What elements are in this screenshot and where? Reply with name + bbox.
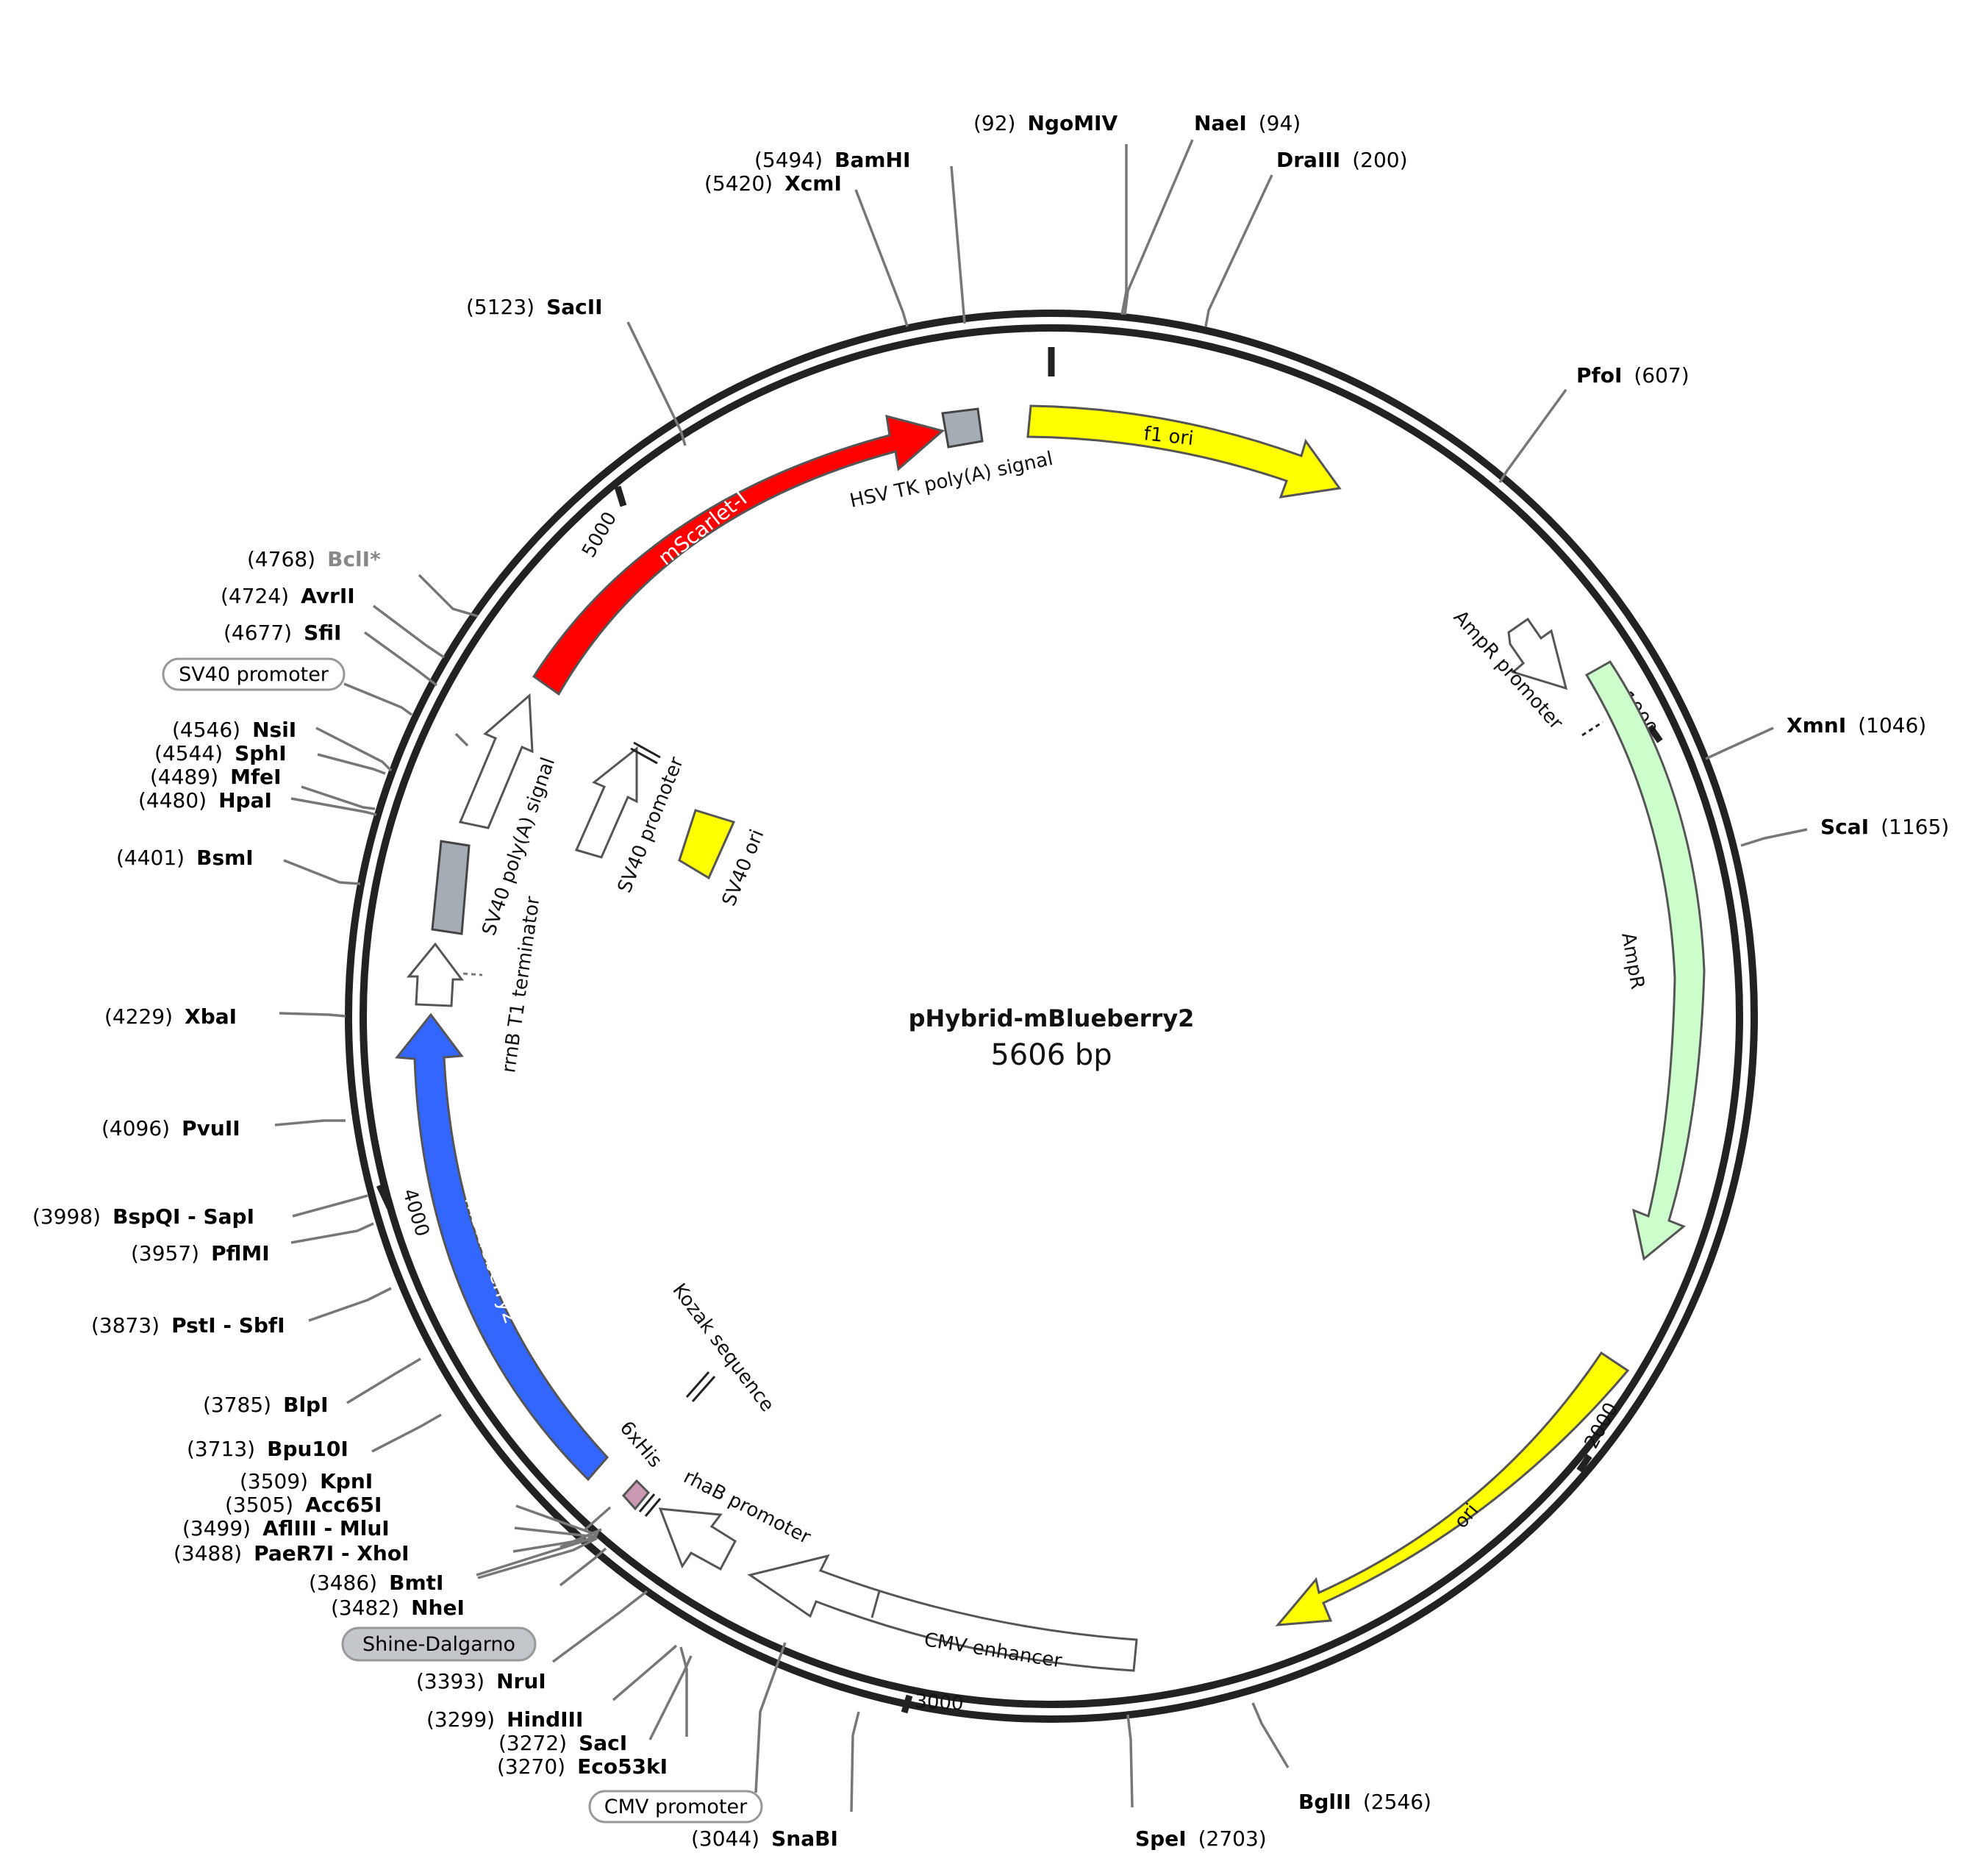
tick-3000: 3000: [915, 1690, 965, 1715]
feature-f1-ori: f1 ori: [1026, 404, 1342, 499]
site-saci: (3272)SacI: [498, 1731, 627, 1755]
site-psti: (3873)PstI - SbfI: [91, 1313, 285, 1338]
site-afliii: (3499)AflIII - MluI: [182, 1516, 390, 1540]
f1-ori-label: f1 ori: [1143, 423, 1195, 450]
6xhis-label: 6xHis: [615, 1417, 666, 1472]
site-bpu10i: (3713)Bpu10I: [187, 1437, 348, 1461]
feature-kozak: Kozak sequence: [668, 1279, 778, 1416]
site-pvuii: (4096)PvuII: [101, 1116, 240, 1140]
site-pfoi: PfoI(607): [1576, 363, 1690, 388]
site-eco53ki: (3270)Eco53kI: [497, 1754, 668, 1779]
site-avrii: (4724)AvrII: [221, 584, 355, 608]
site-xmni: XmnI(1046): [1787, 713, 1926, 738]
site-paer7i: (3488)PaeR7I - XhoI: [174, 1541, 410, 1565]
site-mfei: (4489)MfeI: [150, 765, 282, 789]
cmv-promoter-box-label: CMV promoter: [604, 1796, 748, 1818]
plasmid-name: pHybrid-mBlueberry2: [909, 1004, 1195, 1032]
boxed-sv40-promoter: SV40 promoter: [162, 657, 346, 691]
site-nsii: (4546)NsiI: [172, 718, 296, 742]
plasmid-size: 5606 bp: [990, 1038, 1112, 1072]
site-sfii: (4677)SfiI: [224, 621, 341, 645]
site-bamhi: (5494)BamHI: [754, 148, 910, 172]
site-nhei: (3482)NheI: [331, 1596, 465, 1620]
site-ngomiv: (92)NgoMIV: [973, 111, 1118, 135]
site-sacii: (5123)SacII: [466, 295, 603, 319]
boxed-shine-dalgarno: Shine-Dalgarno: [341, 1626, 537, 1662]
ampr-label: AmpR: [1617, 931, 1648, 991]
hsv-tk-polya-label: HSV TK poly(A) signal: [848, 448, 1055, 512]
site-xbai: (4229)XbaI: [104, 1004, 237, 1029]
site-sphi: (4544)SphI: [154, 741, 287, 765]
site-xcmi: (5420)XcmI: [704, 171, 842, 196]
site-pflmi: (3957)PflMI: [131, 1241, 270, 1265]
site-naei: NaeI(94): [1194, 111, 1301, 135]
feature-sv40-ori: SV40 ori: [678, 809, 768, 910]
tick-marks: [376, 347, 1663, 1714]
site-bglii: BglII(2546): [1298, 1790, 1431, 1814]
backbone: [345, 310, 1758, 1723]
site-bcli: (4768)BclI*: [247, 547, 381, 571]
feature-mblueberry2: mBlueberry2: [395, 1013, 609, 1482]
rrnb-t1-label: rrnB T1 terminator: [498, 895, 544, 1074]
site-spei: SpeI(2703): [1135, 1826, 1267, 1851]
site-bspqi: (3998)BspQI - SapI: [32, 1204, 254, 1229]
sv40-promoter-box-label: SV40 promoter: [179, 663, 329, 686]
feature-ampr-promoter-arrow: AmpR promoter: [1449, 607, 1568, 734]
mscarlet-label: mScarlet-I: [654, 486, 751, 570]
feature-sv40-promoter-inner: SV40 promoter: [574, 741, 688, 896]
site-snabi: (3044)SnaBI: [691, 1826, 838, 1851]
site-leader-lines: [274, 139, 1808, 1813]
site-blpi: (3785)BlpI: [203, 1393, 329, 1417]
feature-6xhis: 6xHis: [615, 1417, 666, 1517]
feature-hsv-tk-polya: HSV TK poly(A) signal: [848, 407, 1055, 512]
site-nrui: (3393)NruI: [416, 1669, 546, 1693]
feature-rhab-promoter: rhaB promoter: [658, 1466, 814, 1571]
kozak-label: Kozak sequence: [668, 1279, 778, 1416]
site-acc65i: (3505)Acc65I: [225, 1493, 382, 1517]
site-bmti: (3486)BmtI: [309, 1571, 443, 1595]
site-draiii: DraIII(200): [1276, 148, 1408, 172]
tick-4000: 4000: [398, 1186, 433, 1239]
boxed-cmv-promoter: CMV promoter: [588, 1790, 763, 1824]
site-hpai: (4480)HpaI: [138, 788, 272, 813]
feature-cmv-enhancer: CMV enhancer: [747, 1554, 1138, 1673]
tick-5000: 5000: [578, 508, 621, 561]
site-kpni: (3509)KpnI: [240, 1469, 373, 1493]
shine-dalgarno-box-label: Shine-Dalgarno: [362, 1633, 515, 1656]
site-scai: ScaI(1165): [1820, 815, 1949, 839]
site-bsmi: (4401)BsmI: [116, 846, 254, 870]
site-hindiii: (3299)HindIII: [426, 1707, 583, 1732]
feature-sv40-polya-arrow: SV40 poly(A) signal: [458, 693, 559, 938]
feature-sv40-polya-box: [431, 840, 471, 935]
